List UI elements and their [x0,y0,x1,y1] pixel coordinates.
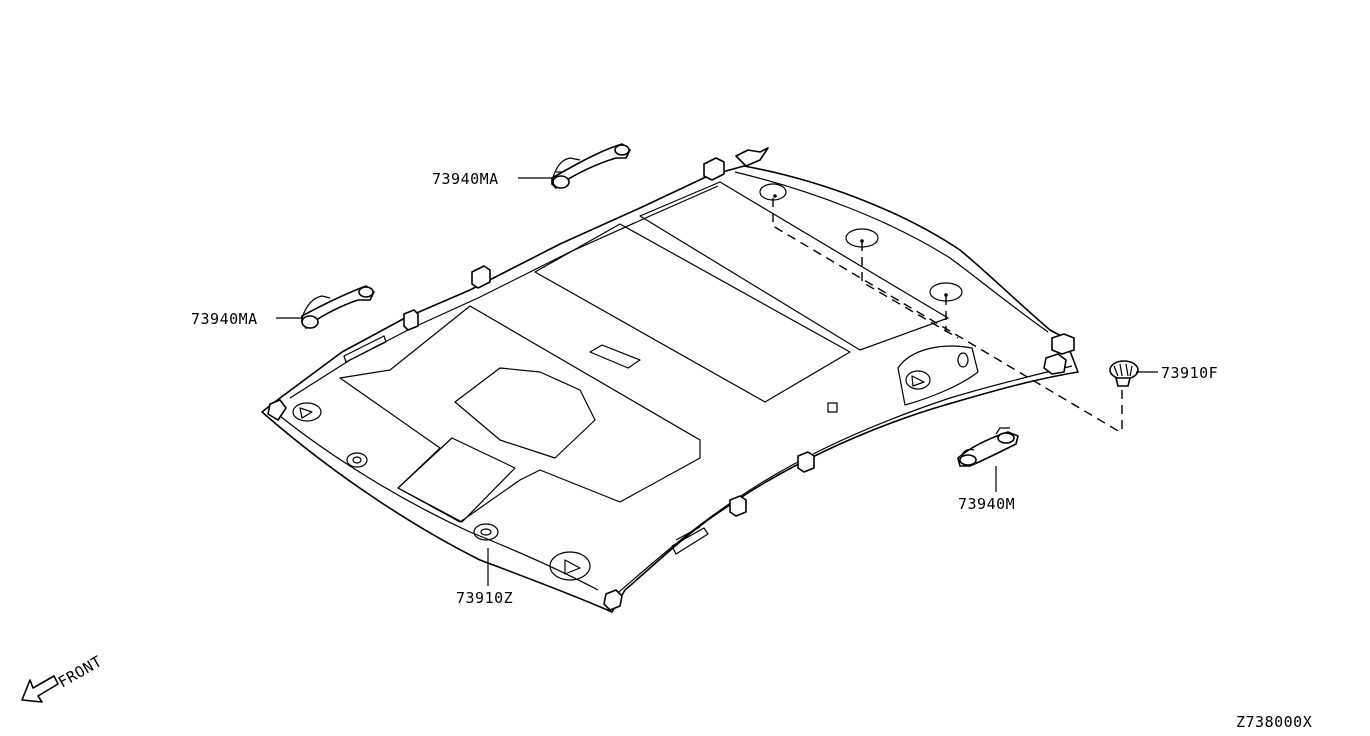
label-headlining: 73910Z [456,589,513,607]
headlining-panel[interactable] [261,147,1079,613]
label-grip-side: 73940M [958,495,1015,513]
front-label: FRONT [55,652,105,691]
assist-grip-side[interactable] [957,427,1019,467]
clip-fastener[interactable] [1109,360,1139,387]
diagram-code: Z738000X [1236,713,1312,731]
label-leaders [276,177,1158,586]
front-direction-indicator: FRONT [21,652,105,703]
assist-grip-rear[interactable] [301,285,375,329]
clip-location-guides [772,198,1123,433]
label-grip-rear: 73940MA [191,310,258,328]
front-arrow-icon [21,675,59,703]
assist-grip-front[interactable] [551,143,631,189]
label-grip-front: 73940MA [432,170,499,188]
label-clip: 73910F [1161,364,1218,382]
